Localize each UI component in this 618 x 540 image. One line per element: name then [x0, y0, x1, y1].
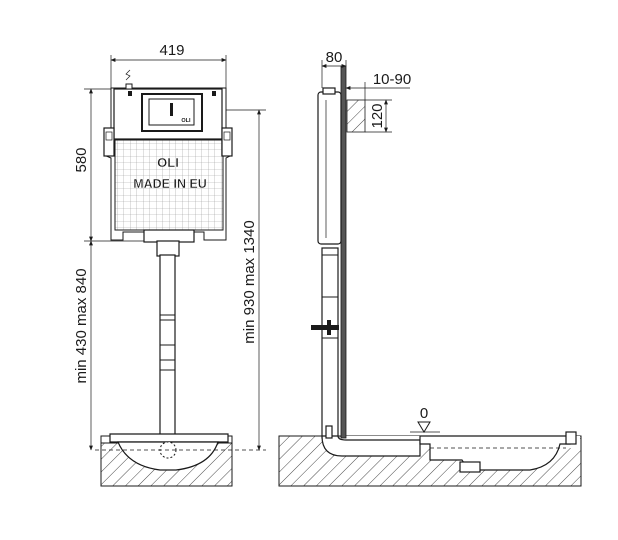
dim-tank-label: 580 [73, 147, 90, 172]
side-pipe-clamp-pin [327, 320, 331, 335]
front-view: OLI MADE IN EU OLI [73, 42, 266, 487]
dim-depth-label: 80 [326, 49, 343, 66]
front-inlet-symbol [125, 69, 131, 81]
dim-gap-label: 10-90 [373, 71, 411, 88]
front-outlet-neck [156, 240, 180, 257]
front-tank-mark-made-in-eu: MADE IN EU [133, 177, 207, 191]
floor-level-marker [417, 421, 431, 433]
side-cistern-cap [322, 87, 336, 95]
side-pan-foot [459, 461, 481, 473]
dim-bracket-label: 120 [369, 103, 386, 128]
front-bracket-inner-left [105, 131, 113, 141]
front-tank-mark-oli: OLI [157, 155, 179, 170]
dim-width-label: 419 [159, 42, 184, 59]
side-pipe-clamp [311, 325, 339, 330]
front-bracket-inner-right [223, 131, 231, 141]
front-inlet-stub [125, 83, 133, 90]
front-outlet-collar [143, 229, 195, 243]
side-wall-bracket [346, 99, 366, 133]
front-bracket-left [103, 127, 115, 157]
front-pan-collar [109, 433, 229, 443]
front-top-bolt-left [128, 91, 132, 96]
front-plate-button [170, 103, 173, 116]
front-plate-mark: OLI [181, 118, 191, 124]
side-view: 80 10-90 120 0 [278, 49, 582, 487]
side-pan-rim [565, 431, 577, 445]
front-bracket-right [221, 127, 233, 157]
side-inspection-cap [325, 425, 333, 439]
dim-floor-label: min 430 max 840 [73, 268, 90, 383]
floor-level-label: 0 [420, 405, 428, 422]
side-flush-pipe [321, 247, 339, 439]
dim-total-label: min 930 max 1340 [241, 220, 258, 343]
side-wall-plate [340, 65, 347, 439]
front-top-bolt-right [212, 91, 216, 96]
side-cistern [317, 91, 342, 245]
